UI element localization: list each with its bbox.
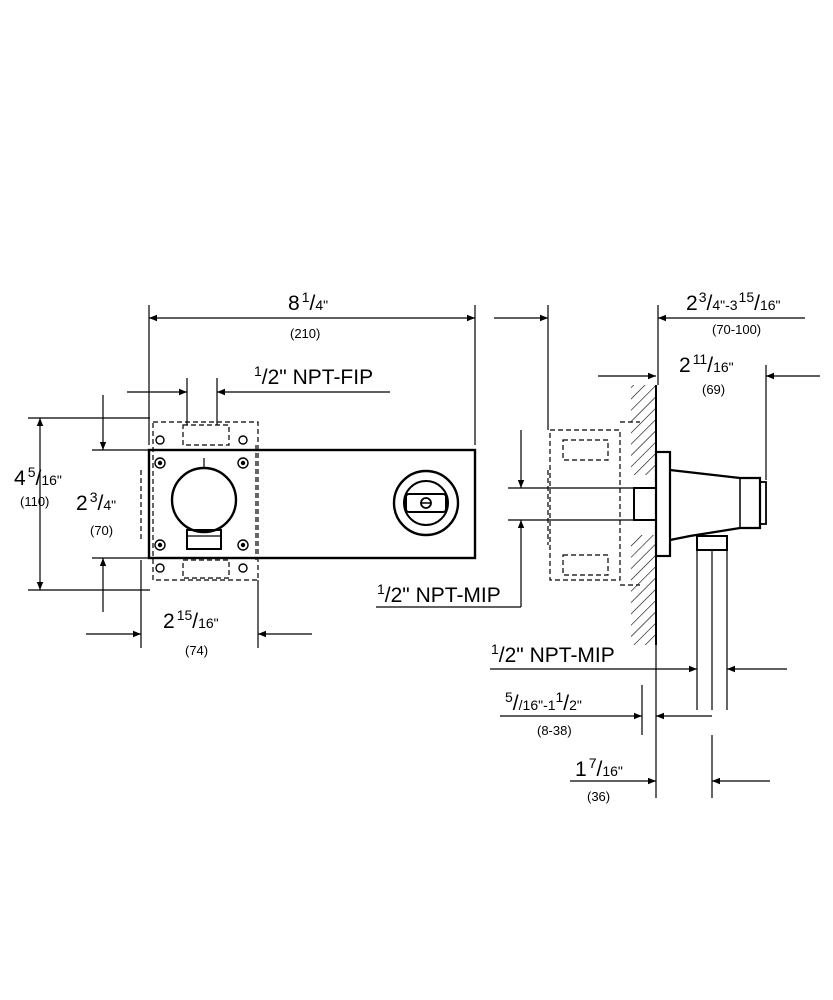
mounting-bracket: [140, 421, 259, 581]
finish-range-metric: (8-38): [537, 723, 572, 738]
wall-section-lower: [631, 535, 656, 645]
front-view: [140, 421, 477, 581]
side-view: [547, 385, 767, 710]
wall-range-label: 23/4"-315/16": [686, 289, 781, 315]
outlet-mip-right-label: 1/2" NPT-MIP: [491, 641, 615, 667]
inlet-fip-label: 1/2" NPT-FIP: [254, 363, 373, 389]
wall-section-upper: [631, 385, 656, 475]
spout-body: [669, 468, 762, 542]
outlet-nipple: [696, 535, 728, 551]
outlet-offset-metric: (36): [587, 789, 610, 804]
valve-body: [170, 466, 238, 534]
faceplate: [147, 448, 477, 560]
front-dimensions: [28, 305, 476, 648]
handle-outer: [392, 469, 460, 537]
projection-metric: (69): [702, 382, 725, 397]
handle-inner: [403, 480, 449, 526]
inner-height-metric: (70): [90, 523, 113, 538]
mounting-screw-icons: [154, 435, 249, 573]
valve-outlet-stub: [186, 529, 222, 550]
finish-range-label: 5//16"-11/2": [505, 689, 582, 715]
wall-range-metric: (70-100): [712, 322, 761, 337]
overall-height-metric: (110): [20, 494, 49, 509]
escutcheon: [654, 450, 672, 558]
in-wall-box: [547, 421, 640, 586]
supply-stub: [633, 487, 657, 521]
bottom-width-metric: (74): [185, 643, 208, 658]
outlet-mip-left-label: 1/2" NPT-MIP: [377, 581, 501, 607]
overall-width-metric: (210): [290, 326, 320, 341]
side-dimensions: [376, 305, 820, 798]
